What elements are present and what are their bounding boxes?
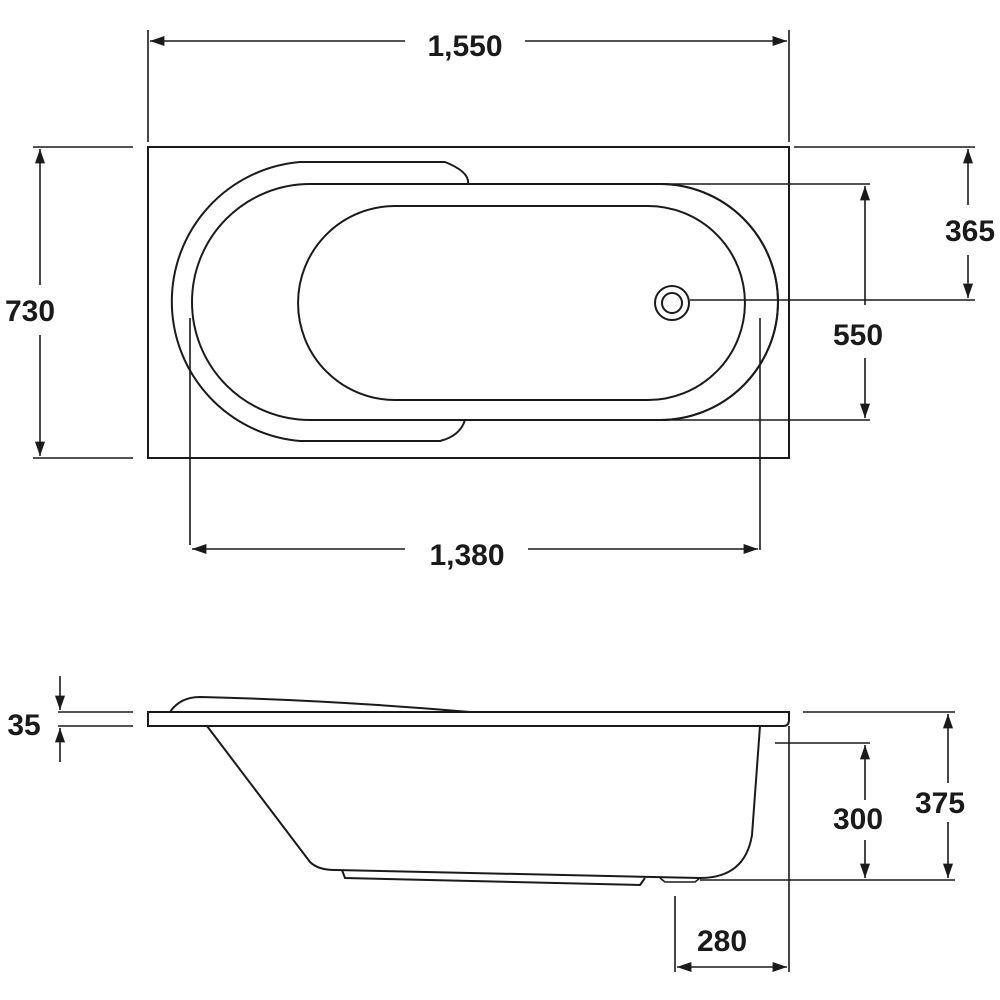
side-base xyxy=(341,869,646,887)
dim-waste-setback: 280 xyxy=(674,726,790,973)
waste-outlet-icon xyxy=(654,285,690,321)
plan-view: 1,550 730 1,380 550 xyxy=(5,30,995,572)
dim-inner-width: 550 xyxy=(660,183,883,421)
side-view: 35 375 300 280 xyxy=(7,676,965,973)
plan-bowl-inner xyxy=(191,183,779,421)
dim-rim-thickness: 35 xyxy=(7,676,133,762)
waste-outlet-inner xyxy=(661,292,683,314)
side-body xyxy=(206,725,761,880)
plan-bowl-floor xyxy=(297,205,746,401)
dim-overall-height-label: 375 xyxy=(915,787,965,820)
plan-outer-rim xyxy=(147,146,790,459)
dim-overall-width: 730 xyxy=(5,146,133,459)
dim-inner-length-label: 1,380 xyxy=(429,539,504,572)
dim-inner-depth-label: 300 xyxy=(833,803,883,836)
dim-overall-height: 375 xyxy=(700,711,965,881)
dim-waste-setback-label: 280 xyxy=(697,925,747,958)
dim-waste-offset: 365 xyxy=(690,146,995,301)
dim-overall-width-label: 730 xyxy=(5,295,55,328)
dim-overall-length-label: 1,550 xyxy=(427,30,502,63)
dim-inner-width-label: 550 xyxy=(833,319,883,352)
side-backrest xyxy=(169,695,471,713)
dim-waste-offset-label: 365 xyxy=(945,215,995,248)
dim-overall-length: 1,550 xyxy=(147,30,790,142)
dim-inner-depth: 300 xyxy=(775,742,883,878)
side-rim xyxy=(147,711,790,727)
dim-inner-length: 1,380 xyxy=(192,539,758,572)
side-foot xyxy=(659,877,701,883)
dim-rim-thickness-label: 35 xyxy=(7,709,40,742)
